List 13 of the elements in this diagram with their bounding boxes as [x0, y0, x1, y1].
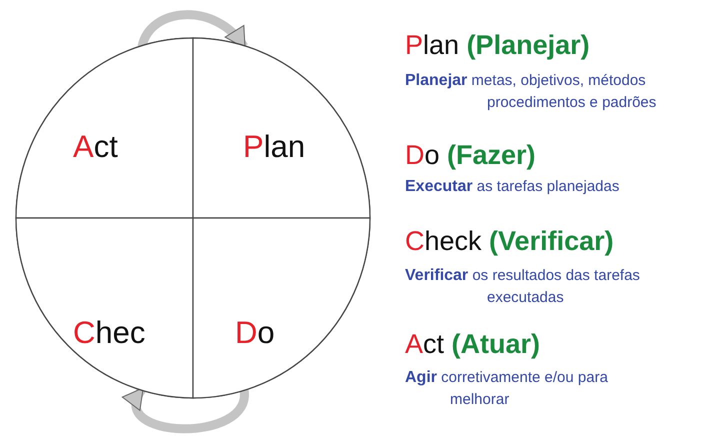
step-description: Verificar os resultados das tarefas executadas: [405, 266, 641, 308]
step-description: Executar as tarefas planejadas: [405, 177, 620, 197]
step-description: Agir corretivamente e/ou para melhorar: [405, 368, 609, 410]
curved-arrow: [124, 387, 248, 434]
step-description: Planejar metas, objetivos, métodos procedimentos e padrões: [405, 71, 658, 113]
step-heading: Act (Atuar): [405, 329, 540, 360]
quadrant-label: Plan: [243, 129, 306, 165]
step-heading: Do (Fazer): [405, 140, 536, 171]
step-heading: Plan (Planejar): [405, 30, 590, 61]
quadrant-label: Do: [235, 315, 275, 351]
quadrant-label: Chec: [73, 315, 146, 351]
quadrant-label: Act: [73, 129, 118, 165]
step-heading: Check (Verificar): [405, 226, 614, 257]
